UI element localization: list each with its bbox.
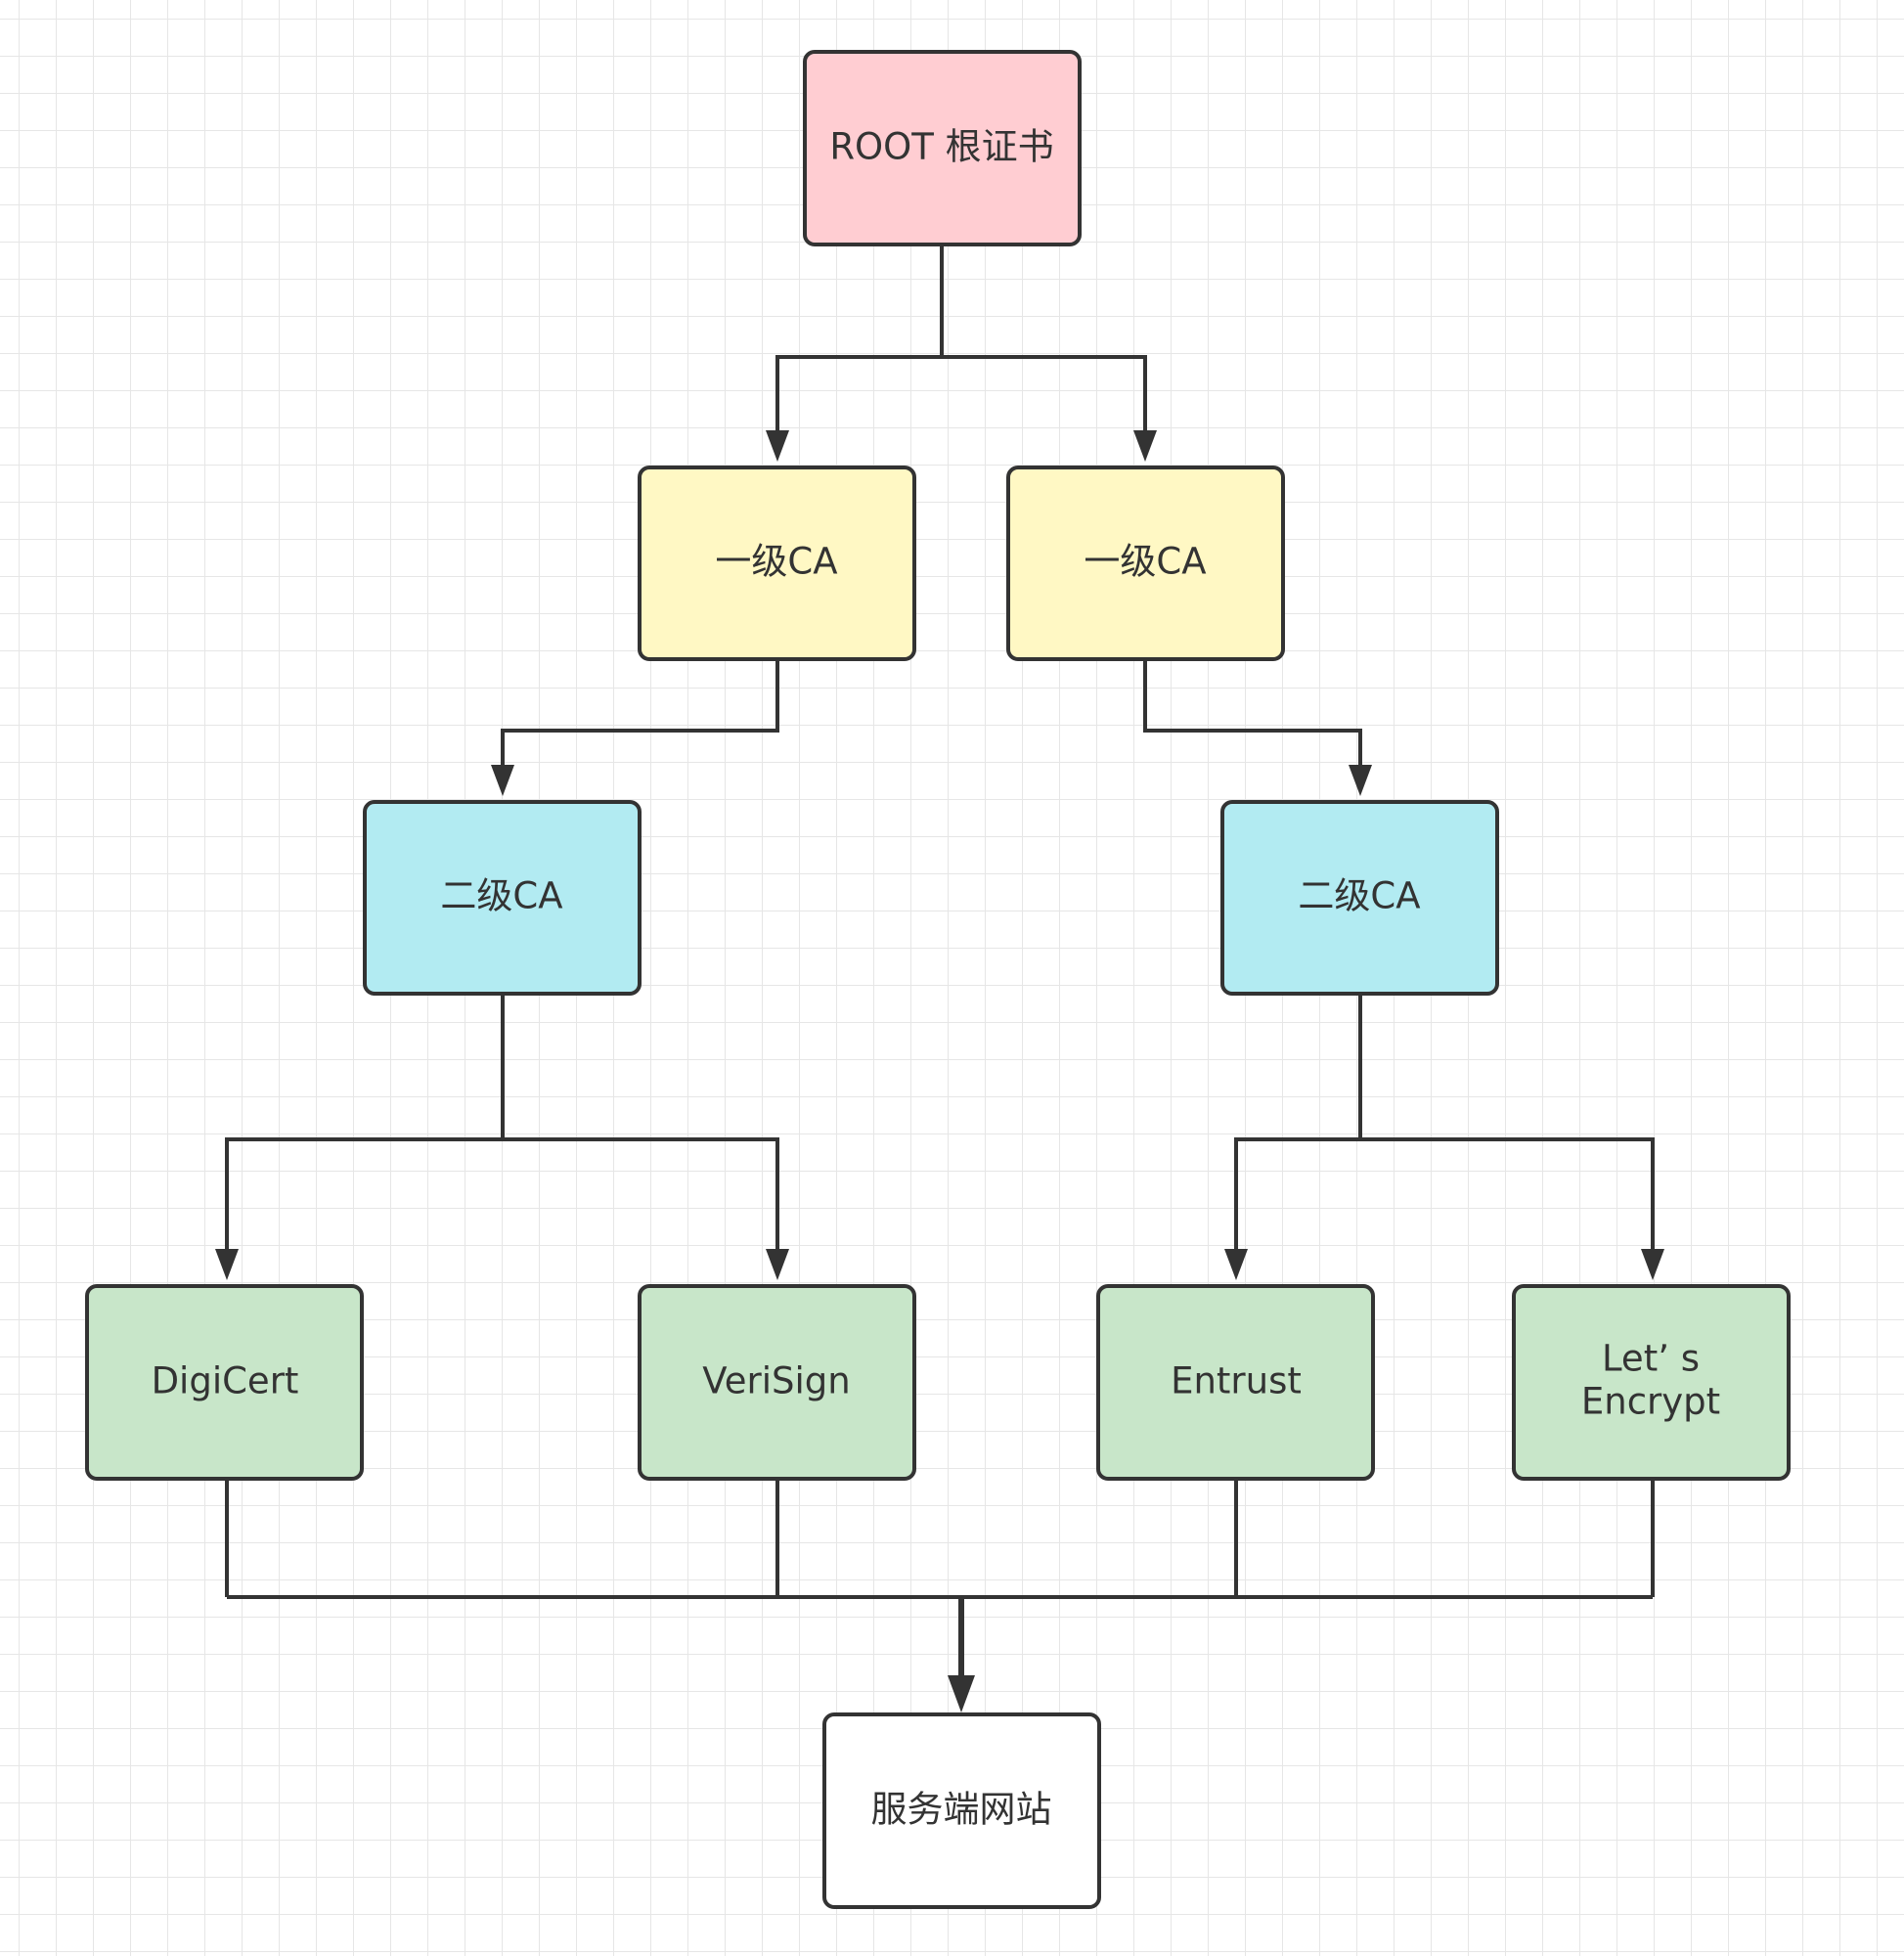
ca1-right-node-box bbox=[1006, 466, 1285, 661]
verisign-node[interactable]: VeriSign bbox=[638, 1284, 916, 1481]
letsencrypt-node-label-line1: Let’ s bbox=[1602, 1338, 1700, 1380]
server-node-box bbox=[822, 1712, 1101, 1909]
verisign-node-box bbox=[638, 1284, 916, 1481]
letsencrypt-node-box bbox=[1512, 1284, 1791, 1481]
arrow-to-verisign bbox=[766, 1249, 789, 1280]
edge-ca1-right-to-ca2-right bbox=[1143, 659, 1362, 770]
server-node-label: 服务端网站 bbox=[871, 1789, 1052, 1831]
entrust-node[interactable]: Entrust bbox=[1096, 1284, 1375, 1481]
arrow-to-server bbox=[948, 1675, 975, 1712]
ca2-right-node-box bbox=[1220, 800, 1499, 996]
verisign-node-label: VeriSign bbox=[702, 1360, 850, 1402]
root-node-box bbox=[803, 50, 1082, 246]
digicert-node[interactable]: DigiCert bbox=[85, 1284, 364, 1481]
ca2-left-node-box bbox=[363, 800, 642, 996]
arrow-to-ca2-right bbox=[1349, 765, 1372, 796]
edge-ca2-right-to-letsencrypt bbox=[1360, 1137, 1655, 1254]
digicert-node-label: DigiCert bbox=[152, 1360, 299, 1402]
ca1-left-node-label: 一级CA bbox=[715, 541, 837, 583]
ca2-left-node[interactable]: 二级CA bbox=[363, 800, 642, 996]
arrow-to-entrust bbox=[1224, 1249, 1248, 1280]
letsencrypt-node[interactable]: Let’ s Encrypt bbox=[1512, 1284, 1791, 1481]
entrust-node-label: Entrust bbox=[1171, 1360, 1302, 1402]
ca1-left-node-box bbox=[638, 466, 916, 661]
edge-ca2-right-to-entrust bbox=[1234, 1137, 1360, 1254]
letsencrypt-node-label-line2: Encrypt bbox=[1581, 1381, 1720, 1423]
digicert-node-box bbox=[85, 1284, 364, 1481]
edge-ca1-left-to-ca2-left bbox=[501, 659, 779, 770]
ca1-left-node[interactable]: 一级CA bbox=[638, 466, 916, 661]
edge-root-to-ca1-left bbox=[775, 355, 942, 435]
arrow-to-digicert bbox=[215, 1249, 239, 1280]
ca1-right-node[interactable]: 一级CA bbox=[1006, 466, 1285, 661]
edge-ca2-left-to-digicert bbox=[225, 1137, 503, 1254]
root-node-label: ROOT 根证书 bbox=[829, 126, 1053, 168]
ca2-right-node-label: 二级CA bbox=[1298, 875, 1420, 917]
ca2-left-node-label: 二级CA bbox=[440, 875, 562, 917]
entrust-node-box bbox=[1096, 1284, 1375, 1481]
ca2-right-node[interactable]: 二级CA bbox=[1220, 800, 1499, 996]
connectors bbox=[215, 244, 1664, 1712]
edge-root-to-ca1-right bbox=[942, 355, 1147, 435]
arrow-to-letsencrypt bbox=[1641, 1249, 1664, 1280]
edge-ca2-left-to-verisign bbox=[503, 1137, 779, 1254]
root-node[interactable]: ROOT 根证书 bbox=[803, 50, 1082, 246]
arrow-to-ca2-left bbox=[491, 765, 514, 796]
arrow-to-ca1-right bbox=[1133, 430, 1157, 462]
arrow-to-ca1-left bbox=[766, 430, 789, 462]
ca1-right-node-label: 一级CA bbox=[1084, 541, 1206, 583]
server-node[interactable]: 服务端网站 bbox=[822, 1712, 1101, 1909]
